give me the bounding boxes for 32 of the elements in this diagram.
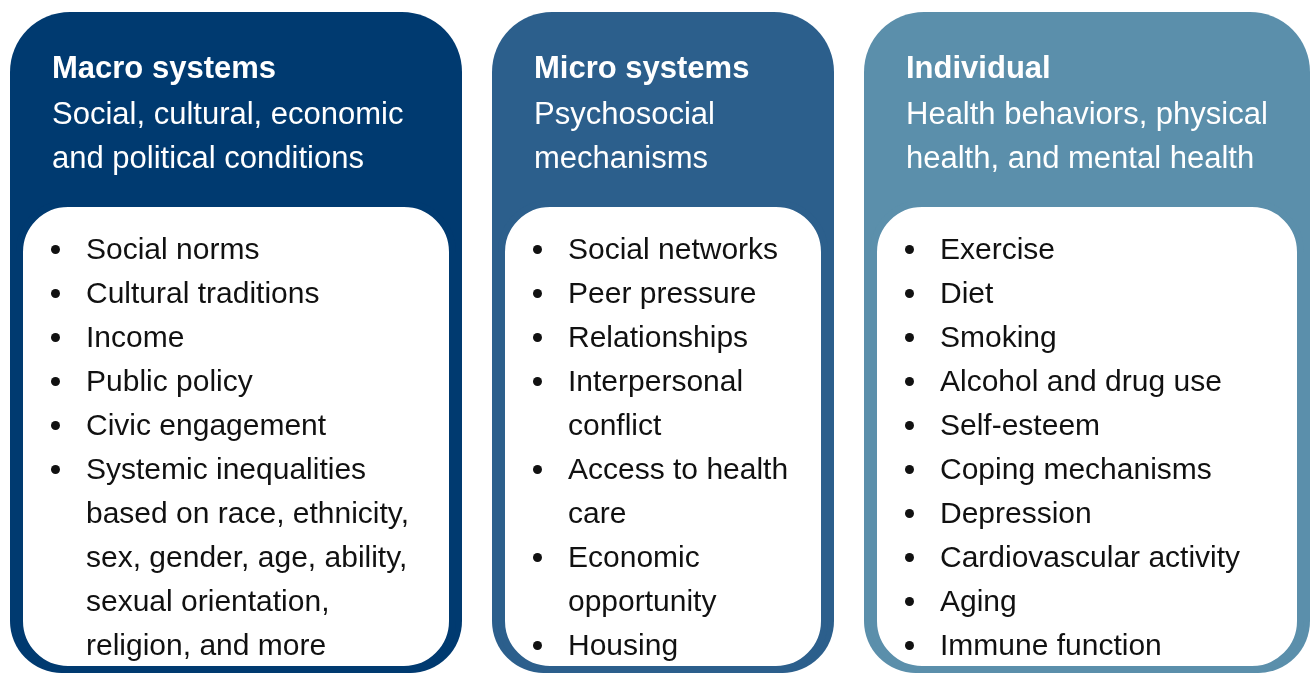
list-item: Exercise	[940, 231, 1057, 267]
list-item: Cardiovascular activity	[940, 539, 1242, 575]
panel-subtitle: Health behaviors, physical health, and mental health	[906, 95, 1269, 177]
panel-heading: Micro systems	[534, 49, 751, 87]
list-item: Diet	[940, 275, 995, 311]
list-item: Income	[86, 319, 186, 355]
list-item: Access to health care	[568, 451, 790, 531]
category-panel	[10, 12, 462, 673]
list-item: Immune function	[940, 627, 1163, 663]
category-panel	[492, 12, 834, 673]
list-item: Cultural traditions	[86, 275, 321, 311]
list-item: Systemic inequalities based on race, ethnicity, sex, gender, age, ability, sexual orientation, religion, and more	[86, 451, 410, 663]
panel-heading: Individual	[906, 49, 1052, 87]
list-item: Self-esteem	[940, 407, 1102, 443]
category-panel	[864, 12, 1310, 673]
list-item: Depression	[940, 495, 1093, 531]
list-item: Civic engagement	[86, 407, 328, 443]
panel-subtitle: Psychosocial mechanisms	[534, 95, 716, 177]
list-item: Interpersonal conflict	[568, 363, 745, 443]
list-item: Aging	[940, 583, 1018, 619]
list-item: Relationships	[568, 319, 750, 355]
list-item: Coping mechanisms	[940, 451, 1213, 487]
panel-subtitle: Social, cultural, economic and political conditions	[52, 95, 405, 177]
list-item: Smoking	[940, 319, 1058, 355]
list-item: Housing	[568, 627, 680, 663]
list-item: Economic opportunity	[568, 539, 718, 619]
list-item: Social networks	[568, 231, 780, 267]
list-item: Alcohol and drug use	[940, 363, 1223, 399]
list-item: Social norms	[86, 231, 261, 267]
list-item: Public policy	[86, 363, 254, 399]
list-item: Peer pressure	[568, 275, 758, 311]
panel-heading: Macro systems	[52, 49, 277, 87]
